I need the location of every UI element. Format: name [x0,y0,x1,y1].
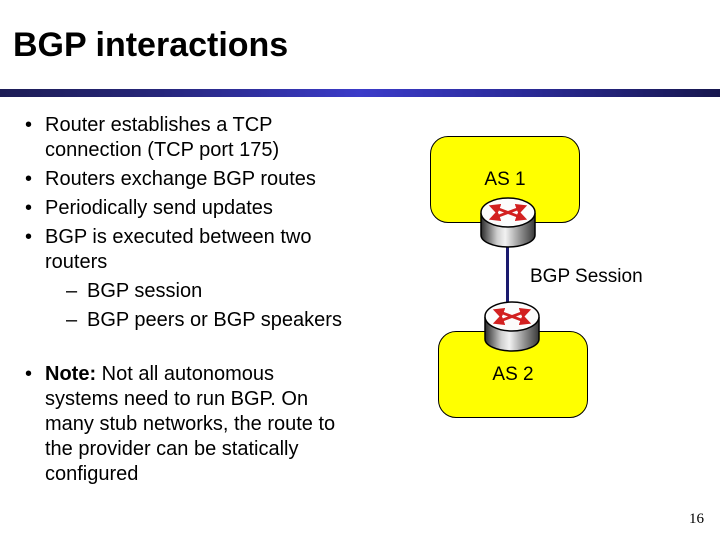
router-icon-as2 [484,301,540,352]
bullet-text-line: Router establishes a TCP [45,114,273,136]
bullet-marker: • [25,168,33,190]
bullet-text-line: BGP session [87,280,203,302]
bullet-text-line: systems need to run BGP. On [45,388,309,410]
bullet-marker: • [25,114,33,136]
bullet-text-line: many stub networks, the route to [45,413,336,435]
bullet-marker: • [25,226,33,248]
bullet-item: • BGP is executed between two routers [22,225,382,275]
title-divider [0,89,720,97]
router-icon-as1 [480,197,536,248]
bullet-text-line: configured [45,463,139,485]
bullet-item: • Periodically send updates [22,196,382,221]
as2-label: AS 2 [492,363,534,385]
as1-label: AS 1 [484,168,526,190]
bullet-item: • Routers exchange BGP routes [22,167,382,192]
dash-marker: – [66,309,78,331]
bullet-text-line: routers [45,251,108,273]
sub-bullet-item: – BGP session [63,279,382,304]
bullet-text-line: connection (TCP port 175) [45,139,280,161]
dash-marker: – [66,280,78,302]
sub-bullet-item: – BGP peers or BGP speakers [63,308,382,333]
bullet-text-line: Note: Not all autonomous [45,363,274,385]
bullet-text-line: Periodically send updates [45,197,273,219]
bullet-text-line: the provider can be statically [45,438,299,460]
bullet-list: • Router establishes a TCP connection (T… [22,113,382,491]
bgp-session-line [506,240,509,306]
page-number: 16 [689,511,704,527]
note-label: Note: [45,363,97,385]
bullet-marker: • [25,363,33,385]
bullet-text-line: Routers exchange BGP routes [45,168,316,190]
bullet-text-line: BGP is executed between two [45,226,312,248]
bgp-session-label: BGP Session [530,266,643,287]
bullet-item: • Router establishes a TCP connection (T… [22,113,382,163]
page-title: BGP interactions [13,26,289,64]
bullet-text-line: BGP peers or BGP speakers [87,309,342,331]
bullet-marker: • [25,197,33,219]
note-bullet-item: • Note: Not all autonomous systems need … [22,362,382,487]
